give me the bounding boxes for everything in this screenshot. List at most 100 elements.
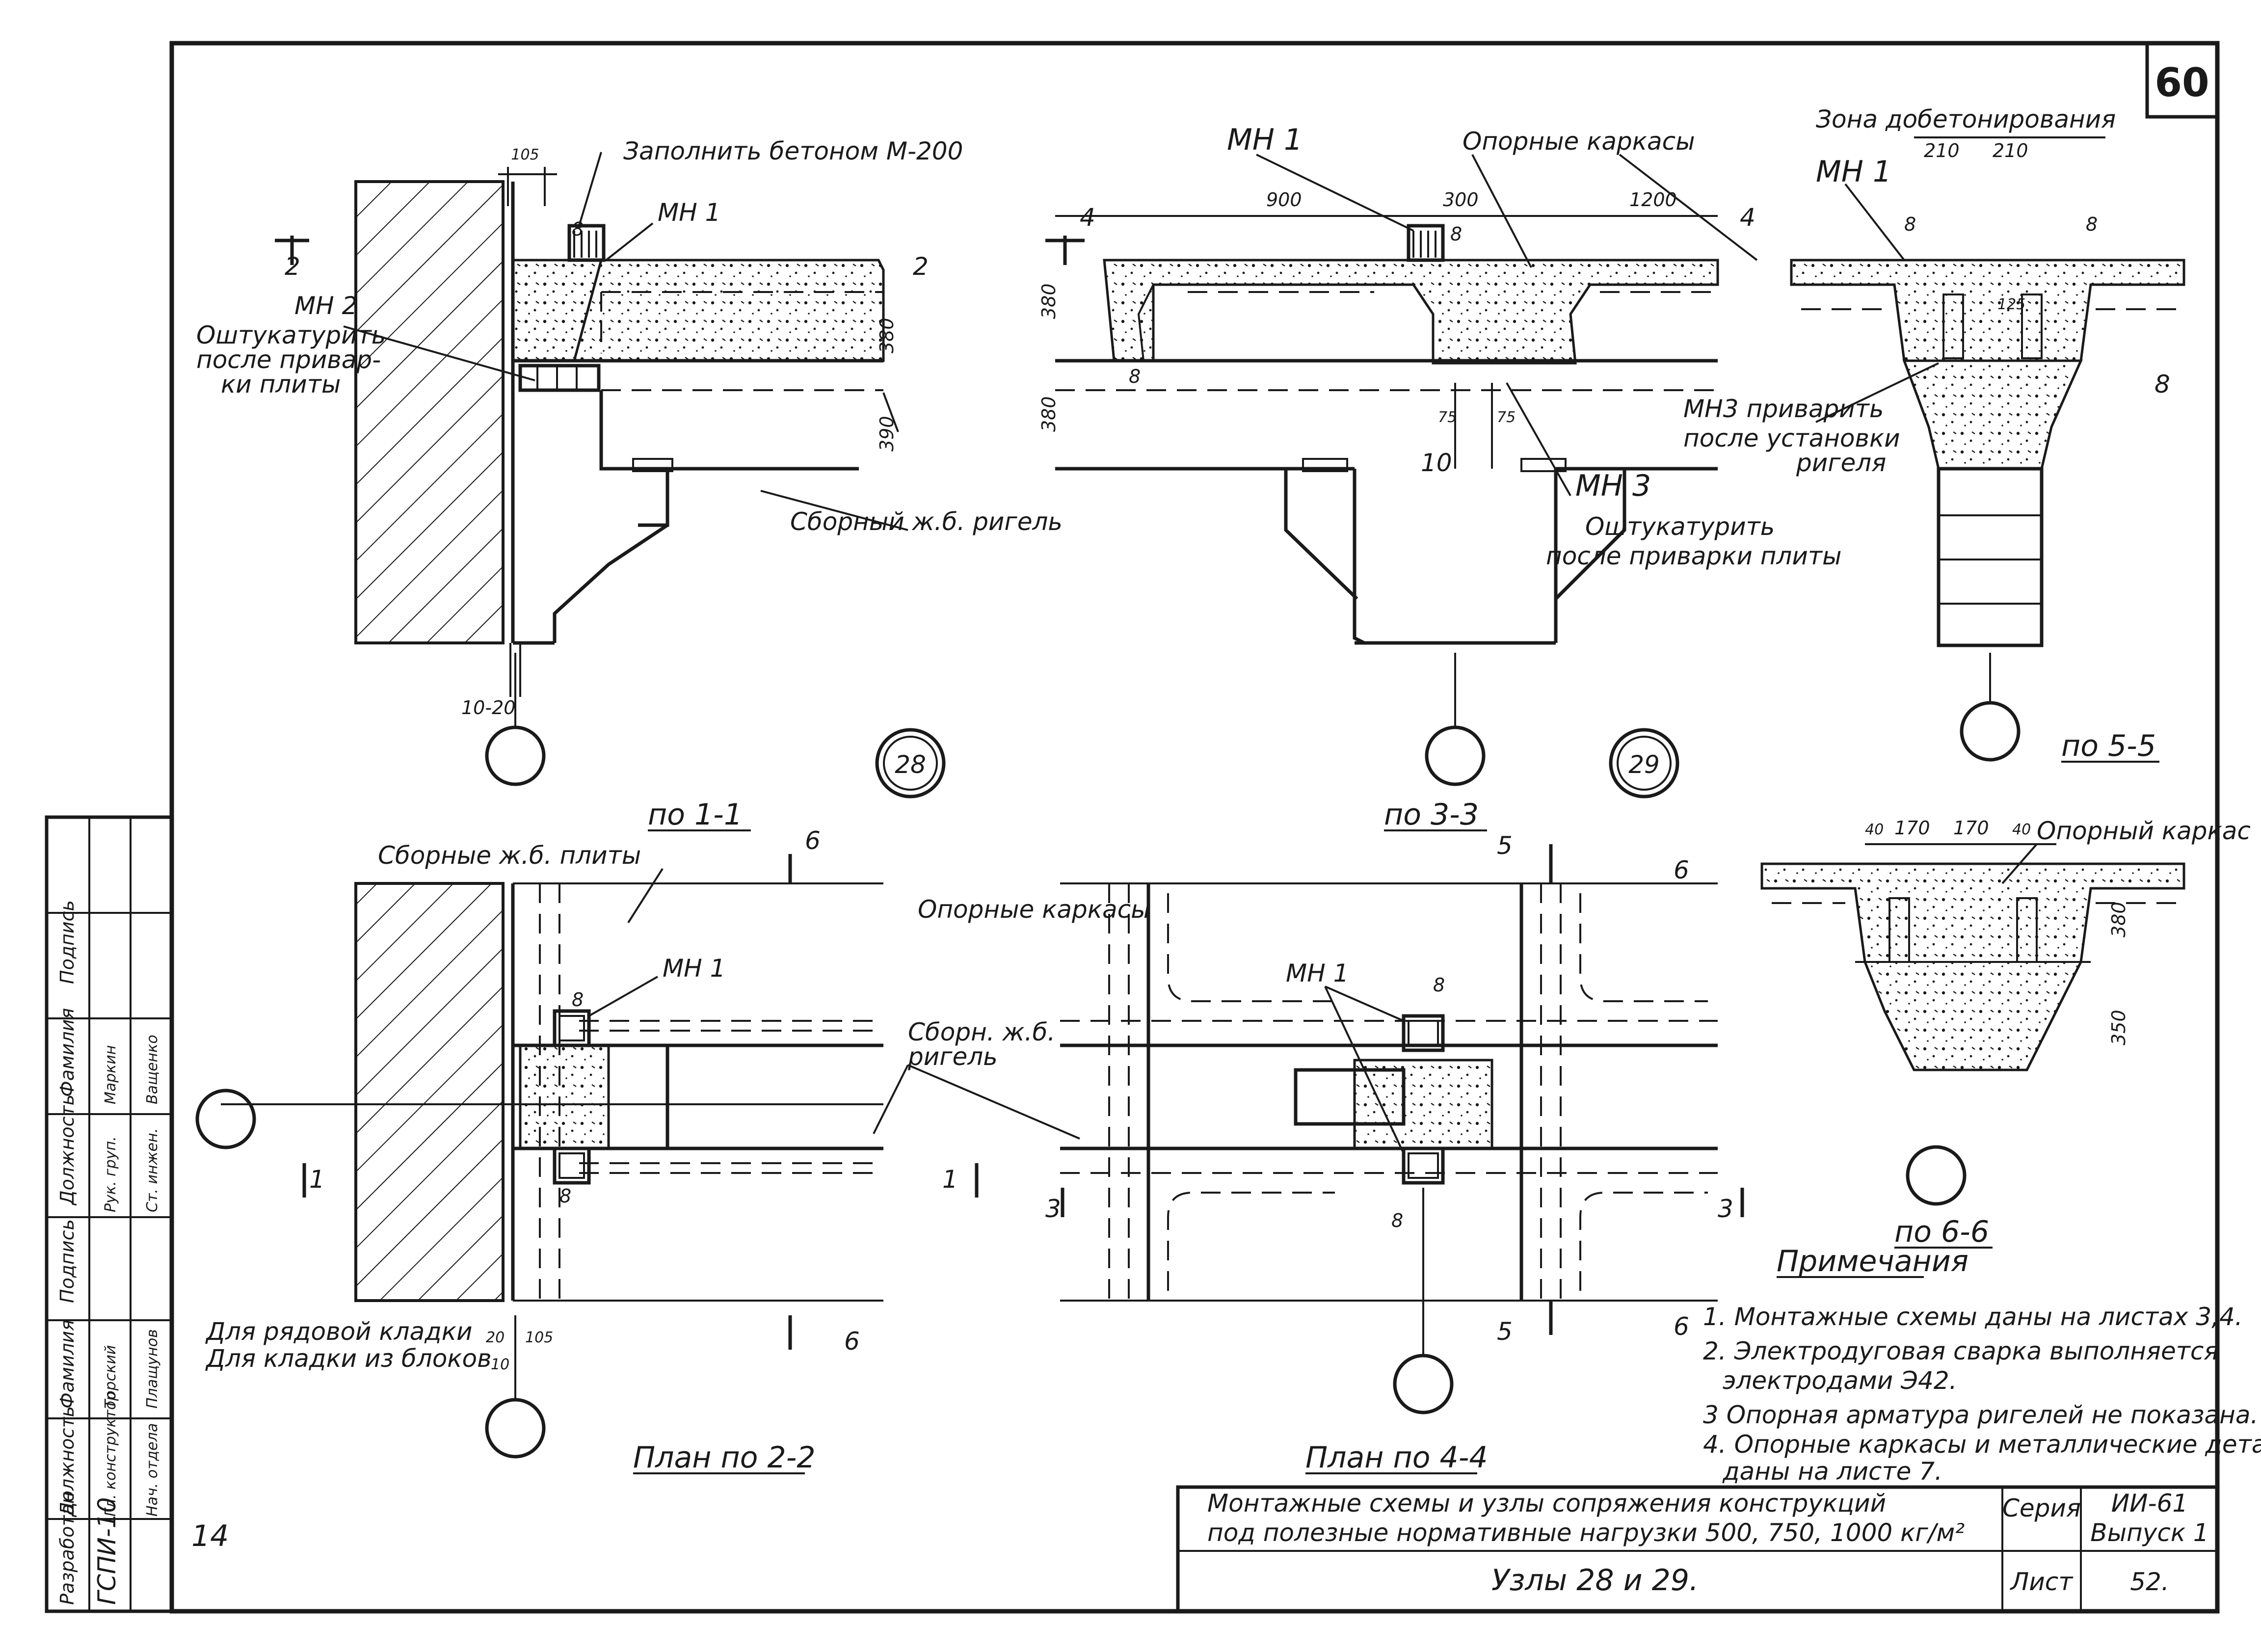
stamp-position-4: Ст. инжен. — [144, 1128, 161, 1212]
view-title-3-3: по 3-3 — [1384, 798, 1479, 832]
dim-390-1: 390 — [876, 416, 898, 452]
label-support-frames: Опорные каркасы — [1463, 127, 1695, 156]
stamp-surname-3: Маркин — [102, 1045, 119, 1104]
label-support-frames-plan: Опорные каркасы — [918, 895, 1150, 924]
axis-marker-1 — [485, 725, 546, 786]
note-3: 3 Опорная арматура ригелей не показана. — [1703, 1401, 2258, 1429]
axis-marker-plan-left — [195, 1089, 256, 1149]
cut-6-b: 6 — [844, 1327, 860, 1356]
mn1-plate-1 — [567, 224, 606, 262]
cut-2-a: 2 — [285, 252, 300, 281]
plan-mn1-a — [553, 1009, 591, 1047]
stamp-position-2: Нач. отдела — [144, 1423, 161, 1517]
series-value: ИИ-61 — [2111, 1489, 2188, 1518]
wall-hatch — [354, 180, 505, 644]
label-prefab-beam: Сборный ж.б. ригель — [790, 507, 1063, 536]
plan-mn1-c — [1402, 1014, 1445, 1052]
stamp-position-1: Гл. конструктор — [102, 1391, 119, 1517]
column-cap-5-5 — [1902, 359, 2083, 470]
label-beam-plan-a: Сборн. ж.б. — [908, 1018, 1055, 1046]
cut-3-a: 3 — [1045, 1195, 1061, 1223]
dim-350-6: 350 — [2108, 1010, 2129, 1045]
label-8-1a: 8 — [572, 218, 584, 240]
stamp-org-text: ГСПИ-10 — [93, 1497, 121, 1605]
cut-1-b: 1 — [942, 1165, 958, 1194]
label-plaster-c: ки плиты — [221, 370, 341, 399]
axis-marker-plan-4 — [1393, 1354, 1454, 1414]
stamp-surname-head: Фамилия — [56, 1008, 78, 1097]
label-mn1-1: МН 1 — [658, 198, 720, 227]
section-6-6: 40 170 170 40 Опорный каркас 380 350 по … — [1760, 817, 2251, 1249]
cut-6-a: 6 — [805, 826, 821, 855]
label-mn1-p2: МН 1 — [663, 954, 725, 983]
node-29-label: 29 — [1628, 750, 1660, 779]
label-mn1-3: МН 1 — [1227, 123, 1303, 157]
node-29-circle — [1609, 728, 1679, 799]
notes: Примечания 1. Монтажные схемы даны на ли… — [1703, 1244, 2261, 1486]
stamp-surname-1: Торский — [102, 1345, 119, 1409]
label-10: 10 — [1421, 449, 1452, 477]
label-8-5b: 8 — [1904, 213, 1916, 235]
cut-5-a: 5 — [1497, 831, 1513, 860]
section-1-1: 105 Заполнить бетоном М-200 МН 1 8 МН 2 … — [196, 137, 1063, 832]
side-stamp: Должность Фамилия Подпись Должность Фами… — [45, 815, 229, 1613]
note-4b: даны на листе 7. — [1722, 1457, 1942, 1486]
label-block-masonry: Для кладки из блоков — [205, 1344, 492, 1373]
dim-105-1: 105 — [511, 146, 539, 163]
label-row-masonry: Для рядовой кладки — [205, 1317, 472, 1346]
stamp-col-2: Гл. конструктор Торский — [102, 1345, 119, 1517]
view-title-plan-2-2: План по 2-2 — [633, 1440, 816, 1475]
stamp-position-head-2: Должность — [56, 1406, 78, 1518]
dim-380-3: 380 — [1038, 283, 1060, 319]
axis-marker-plan-2 — [485, 1398, 546, 1459]
label-8-5a: 8 — [2155, 370, 2170, 399]
stamp-surname-2: Плащунов — [144, 1329, 161, 1409]
stamp-developed: Разработан — [56, 1492, 78, 1605]
section-5-5: Зона добетонирования 210 210 МН 1 125 8 … — [1683, 105, 2185, 763]
dim-900: 900 — [1266, 189, 1302, 211]
label-mn1-p4: МН 1 — [1286, 959, 1349, 987]
title-line-1: Монтажные схемы и узлы сопряжения констр… — [1207, 1489, 1886, 1518]
stamp-position-head: Должность — [56, 1094, 78, 1206]
dim-380-3b: 380 — [1038, 396, 1060, 432]
label-plaster-b: после привар- — [196, 346, 381, 374]
stamp-sign-head: Подпись — [56, 900, 78, 984]
title-block: Монтажные схемы и узлы сопряжения констр… — [1176, 1485, 2219, 1613]
dim-210-b: 210 — [1993, 140, 2028, 161]
column-5-5 — [1937, 467, 2044, 647]
view-title-5-5: по 5-5 — [2061, 729, 2156, 763]
label-support-frame: Опорный каркас — [2037, 817, 2251, 845]
label-plaster-3-a: Оштукатурить — [1585, 512, 1775, 541]
label-mn2: МН 2 — [294, 292, 357, 320]
stamp-number: 14 — [191, 1519, 229, 1553]
mn1-plate-3 — [1407, 224, 1445, 262]
slab-5-5 — [1790, 259, 2185, 362]
section-3-3: 75 75 900 300 1200 380 380 МН 1 Опорные … — [1038, 123, 1842, 832]
label-8-3a: 8 — [1450, 223, 1462, 245]
sheet-label: Лист — [2010, 1568, 2074, 1596]
cut-2-b: 2 — [913, 252, 929, 281]
label-plaster-3-b: после приварки плиты — [1546, 542, 1842, 570]
plan-mn1-b — [553, 1146, 591, 1185]
label-8-5c: 8 — [2086, 213, 2098, 235]
dim-380-6: 380 — [2108, 902, 2129, 937]
label-plaster-a: Оштукатурить — [196, 321, 386, 349]
label-mn3-weld-c: ригеля — [1796, 449, 1886, 477]
issue-label: Выпуск 1 — [2090, 1519, 2208, 1547]
view-title-plan-4-4: План по 4-4 — [1305, 1440, 1488, 1475]
cut-6-d: 6 — [1674, 1312, 1689, 1341]
axis-marker-6 — [1906, 1145, 1967, 1206]
dim-125: 125 — [1997, 296, 2025, 313]
plan-wall-hatch — [354, 882, 505, 1302]
sheet-value: 52. — [2130, 1568, 2169, 1596]
label-concreting-zone: Зона добетонирования — [1816, 105, 2116, 133]
title-subtitle: Узлы 28 и 29. — [1491, 1563, 1699, 1598]
label-8-p4a: 8 — [1433, 974, 1445, 996]
plan-concrete-4 — [1353, 1059, 1493, 1150]
dim-210-a: 210 — [1924, 140, 1960, 161]
cut-3-b: 3 — [1718, 1195, 1733, 1223]
label-mn3-weld-a: МН3 приварить — [1683, 395, 1884, 423]
note-2: 2. Электродуговая сварка выполняется — [1703, 1337, 2218, 1365]
cut-4-a: 4 — [1080, 203, 1095, 232]
cut-6-c: 6 — [1674, 856, 1689, 884]
